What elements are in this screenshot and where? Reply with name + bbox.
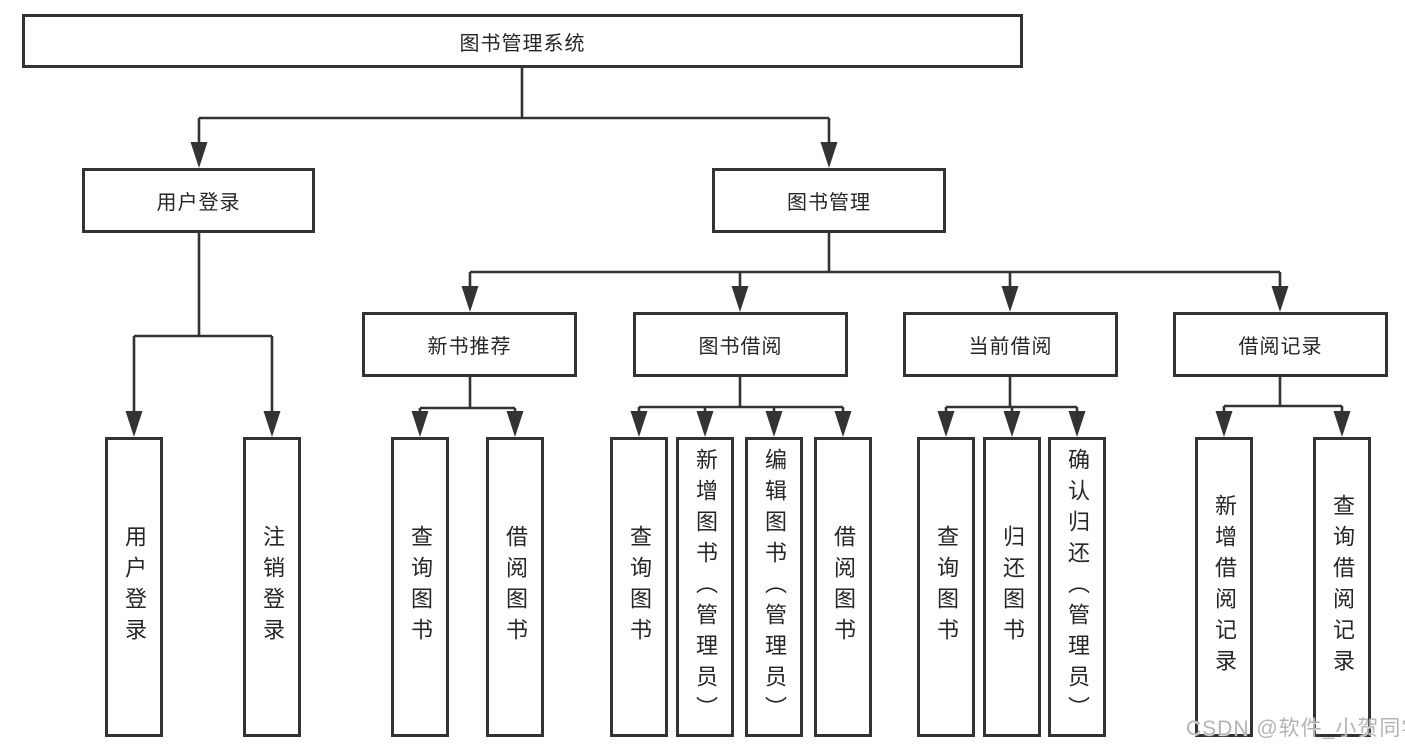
leaf-logout: 注销登录: [243, 437, 301, 737]
node-label: 图书借阅: [698, 336, 783, 358]
leaf-label: 查询图书: [627, 525, 652, 649]
node-new-book-recommend: 新书推荐: [362, 312, 577, 377]
watermark: CSDN @软件_小贺同学: [1186, 717, 1405, 740]
leaf-label: 新增图书（管理员）: [693, 447, 718, 727]
leaf-record-query-record: 查询借阅记录: [1313, 437, 1371, 737]
leaf-label: 借阅图书: [831, 525, 856, 649]
leaf-borrow-edit-book-admin: 编辑图书（管理员）: [745, 437, 803, 737]
node-book-management: 图书管理: [712, 168, 946, 233]
node-borrow-record: 借阅记录: [1173, 312, 1388, 377]
leaf-label: 新增借阅记录: [1212, 494, 1237, 680]
leaf-label: 用户登录: [122, 525, 147, 649]
leaf-recommend-borrow-book: 借阅图书: [486, 437, 544, 737]
leaf-borrow-add-book-admin: 新增图书（管理员）: [676, 437, 734, 737]
leaf-recommend-query-book: 查询图书: [391, 437, 449, 737]
leaf-current-return-book: 归还图书: [983, 437, 1041, 737]
node-label: 当前借阅: [968, 336, 1053, 358]
node-user-login: 用户登录: [82, 168, 315, 233]
leaf-label: 编辑图书（管理员）: [762, 447, 787, 727]
leaf-label: 确认归还（管理员）: [1065, 447, 1090, 727]
leaf-label: 查询借阅记录: [1330, 494, 1355, 680]
node-book-borrow: 图书借阅: [633, 312, 848, 377]
leaf-label: 归还图书: [1000, 525, 1025, 649]
node-label: 用户登录: [156, 192, 241, 214]
leaf-borrow-query-book: 查询图书: [610, 437, 668, 737]
node-label: 借阅记录: [1238, 336, 1323, 358]
leaf-user-login: 用户登录: [105, 437, 163, 737]
node-current-borrow: 当前借阅: [903, 312, 1118, 377]
node-book-management-system: 图书管理系统: [22, 14, 1023, 68]
node-label: 图书管理系统: [459, 32, 586, 55]
node-label: 图书管理: [787, 192, 871, 214]
leaf-record-add-record: 新增借阅记录: [1195, 437, 1253, 737]
leaf-label: 注销登录: [260, 525, 285, 649]
leaf-label: 借阅图书: [503, 525, 528, 649]
leaf-label: 查询图书: [408, 525, 433, 649]
leaf-label: 查询图书: [934, 525, 959, 649]
node-label: 新书推荐: [427, 336, 512, 358]
leaf-current-confirm-return-admin: 确认归还（管理员）: [1048, 437, 1106, 737]
leaf-borrow-borrow-book: 借阅图书: [814, 437, 872, 737]
leaf-current-query-book: 查询图书: [917, 437, 975, 737]
